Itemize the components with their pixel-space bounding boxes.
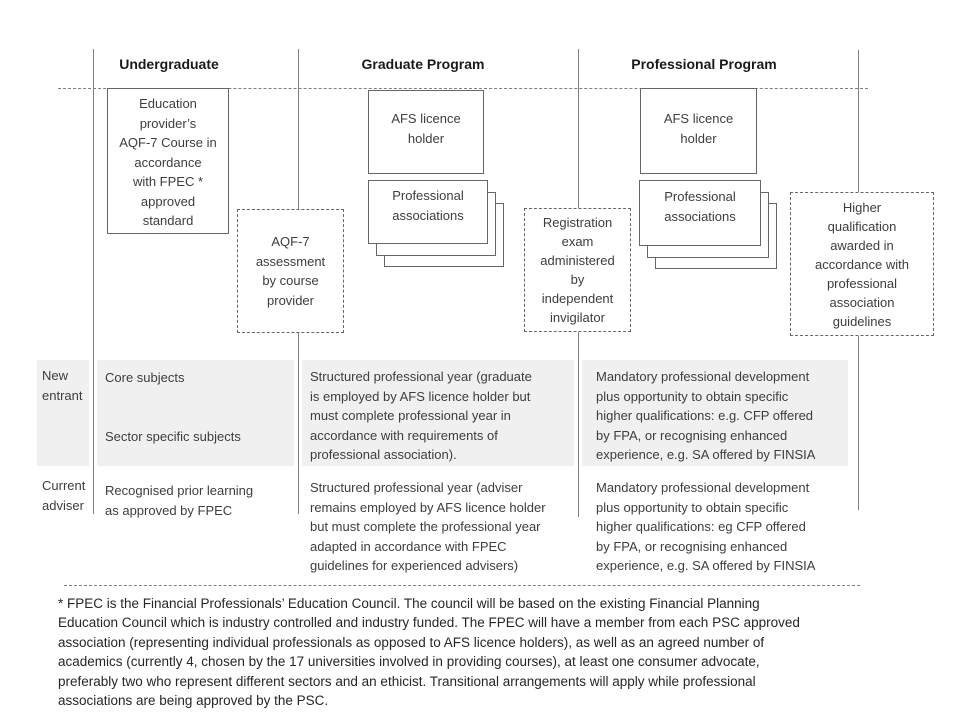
top-dashed-divider [58,88,868,89]
row1-label-cell-shading [37,360,89,466]
column-header-undergraduate: Undergraduate [119,56,219,72]
column-header-graduate-program: Graduate Program [361,56,485,72]
fpec-footnote: * FPEC is the Financial Professionals’ E… [58,596,800,709]
row1-cell3-shading [582,360,848,466]
row1-cell1-shading [97,360,294,466]
column-header-professional-program: Professional Program [631,56,777,72]
row1-cell2-shading [302,360,574,466]
column-separator-line-1 [93,49,94,514]
footnote-dashed-divider [64,585,860,586]
